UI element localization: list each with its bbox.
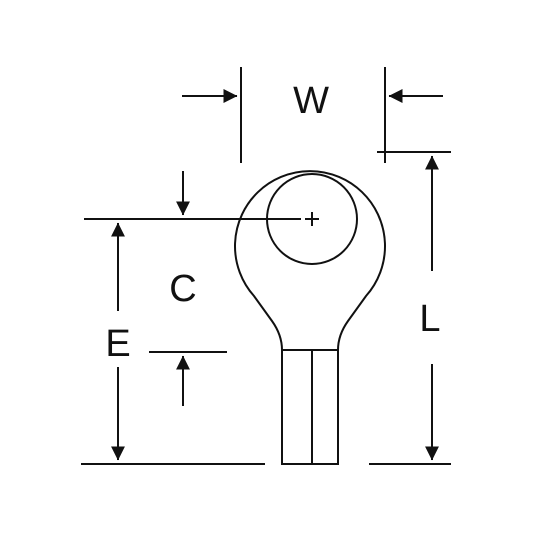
center-label: C [169,268,196,310]
length-label: L [419,298,440,340]
edge-label: E [105,323,130,365]
width-label: W [293,80,329,122]
